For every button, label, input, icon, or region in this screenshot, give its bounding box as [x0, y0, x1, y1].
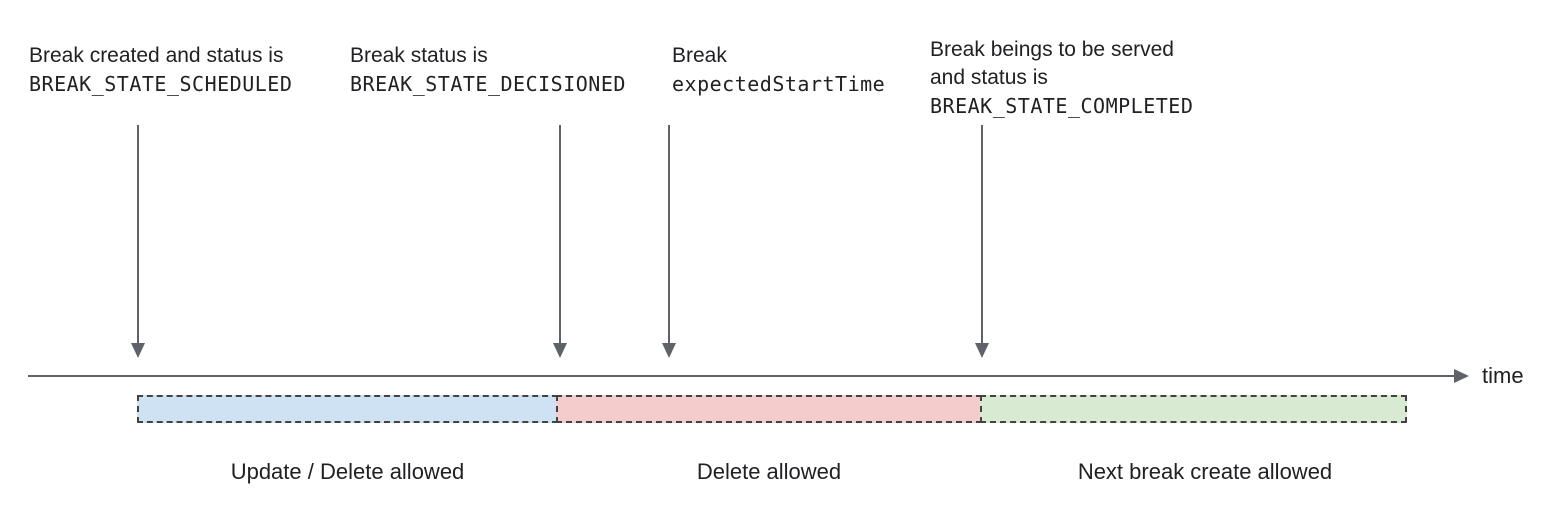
annotation-break-completed: Break beings to be served and status is …	[930, 36, 1193, 120]
annotation-text: Break	[672, 44, 727, 67]
segment-label-next-break-create: Next break create allowed	[1077, 459, 1333, 484]
annotation-code: expectedStartTime	[672, 72, 886, 96]
arrow-down-icon	[662, 343, 676, 358]
segment-update-delete-allowed	[137, 395, 558, 423]
annotation-code: BREAK_STATE_SCHEDULED	[29, 72, 293, 96]
annotation-expected-start-time: Break expectedStartTime	[672, 42, 885, 98]
arrow-right-icon	[1454, 369, 1469, 383]
arrow-down-icon	[131, 343, 145, 358]
annotation-break-scheduled: Break created and status is BREAK_STATE_…	[29, 42, 292, 98]
segment-label-delete: Delete allowed	[696, 459, 842, 484]
segment-delete-allowed	[556, 395, 982, 423]
annotation-code: BREAK_STATE_DECISIONED	[350, 72, 626, 96]
annotation-text: Break status is	[350, 44, 488, 67]
arrow-line	[559, 125, 561, 345]
event-arrow-scheduled	[130, 125, 146, 359]
annotation-break-decisioned: Break status is BREAK_STATE_DECISIONED	[350, 42, 626, 98]
annotation-text: and status is	[930, 66, 1048, 89]
time-axis-line	[28, 375, 1456, 377]
arrow-line	[981, 125, 983, 345]
annotation-code: BREAK_STATE_COMPLETED	[930, 94, 1194, 118]
annotation-text: Break created and status is	[29, 44, 284, 67]
arrow-line	[668, 125, 670, 345]
event-arrow-decisioned	[552, 125, 568, 359]
event-arrow-completed	[974, 125, 990, 359]
annotation-text: Break beings to be served	[930, 38, 1174, 61]
time-axis-label: time	[1482, 363, 1524, 388]
arrow-line	[137, 125, 139, 345]
event-arrow-expected-start	[661, 125, 677, 359]
arrow-down-icon	[553, 343, 567, 358]
arrow-down-icon	[975, 343, 989, 358]
segment-next-break-create-allowed	[980, 395, 1407, 423]
segment-label-update-delete: Update / Delete allowed	[230, 459, 465, 484]
